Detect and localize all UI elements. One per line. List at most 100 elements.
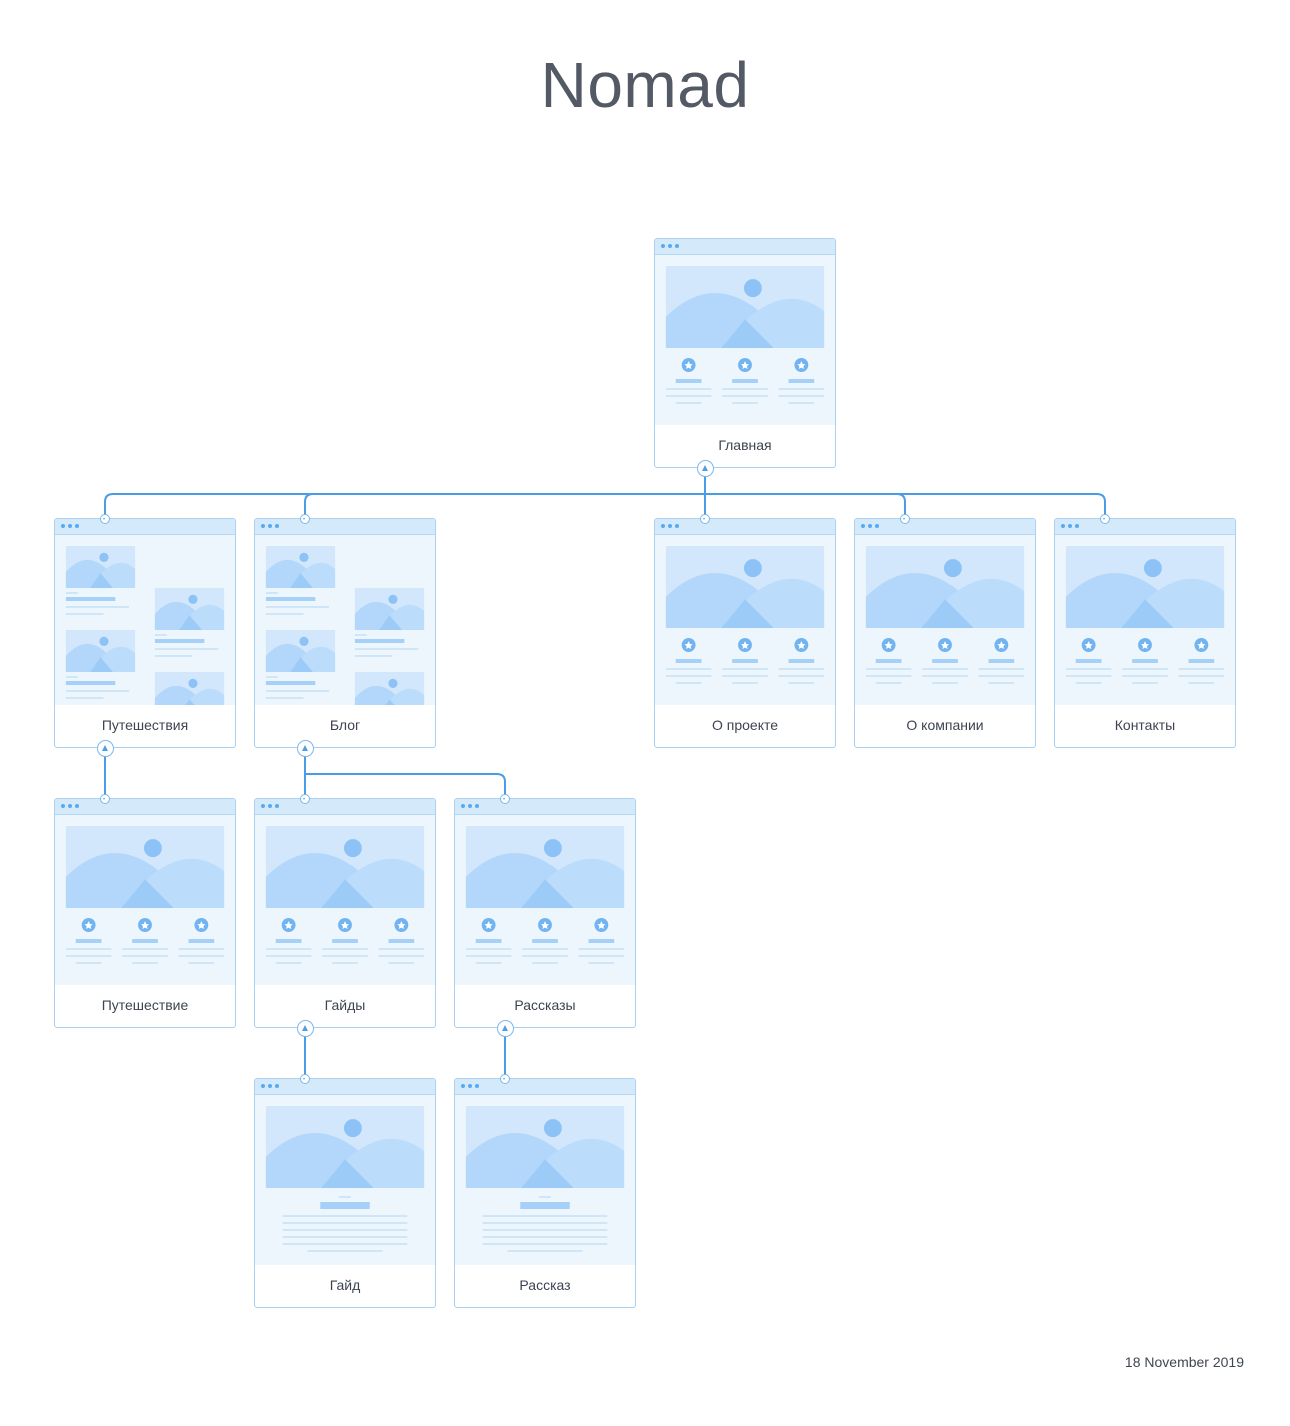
window-dot-icon [861, 524, 865, 528]
window-dot-icon [61, 524, 65, 528]
window-dot-icon [261, 804, 265, 808]
page-preview-grid [255, 535, 435, 705]
window-dot-icon [261, 1084, 265, 1088]
input-port-icon[interactable] [100, 514, 110, 524]
window-dot-icon [468, 1084, 472, 1088]
input-port-icon[interactable] [500, 1074, 510, 1084]
browser-chrome [655, 519, 835, 535]
page-card-story[interactable]: Рассказ [454, 1078, 636, 1308]
page-preview-landing [55, 815, 235, 985]
window-dot-icon [661, 524, 665, 528]
window-dot-icon [668, 244, 672, 248]
window-dot-icon [61, 804, 65, 808]
window-dot-icon [461, 1084, 465, 1088]
page-preview-landing [655, 535, 835, 705]
wireframe-thumbnail [665, 266, 825, 404]
input-port-icon[interactable] [300, 1074, 310, 1084]
page-card-stories[interactable]: Рассказы [454, 798, 636, 1028]
input-port-icon[interactable] [700, 514, 710, 524]
browser-chrome [655, 239, 835, 255]
wireframe-thumbnail [265, 546, 425, 705]
wireframe-thumbnail [265, 1106, 425, 1252]
page-preview-landing [655, 255, 835, 425]
input-port-icon[interactable] [900, 514, 910, 524]
collapse-handle-icon[interactable] [96, 739, 114, 757]
connector-line [705, 493, 906, 518]
page-card-guides[interactable]: Гайды [254, 798, 436, 1028]
page-preview-article [455, 1095, 635, 1265]
page-card-guide[interactable]: Гайд [254, 1078, 436, 1308]
page-card-about-company[interactable]: О компании [854, 518, 1036, 748]
page-label: Рассказ [519, 1277, 571, 1293]
window-dot-icon [475, 1084, 479, 1088]
connector-line [705, 493, 1106, 518]
window-dot-icon [868, 524, 872, 528]
connector-line [305, 773, 506, 798]
browser-chrome [255, 519, 435, 535]
page-card-blog[interactable]: Блог [254, 518, 436, 748]
window-dot-icon [75, 804, 79, 808]
window-dot-icon [275, 524, 279, 528]
browser-chrome [55, 519, 235, 535]
window-dot-icon [268, 1084, 272, 1088]
page-card-contacts[interactable]: Контакты [1054, 518, 1236, 748]
input-port-icon[interactable] [300, 514, 310, 524]
input-port-icon[interactable] [500, 794, 510, 804]
browser-chrome [855, 519, 1035, 535]
connector-line [104, 493, 705, 518]
page-preview-landing [455, 815, 635, 985]
page-card-about-project[interactable]: О проекте [654, 518, 836, 748]
window-dot-icon [75, 524, 79, 528]
page-label: О компании [906, 717, 984, 733]
page-card-home[interactable]: Главная [654, 238, 836, 468]
wireframe-thumbnail [465, 826, 625, 964]
window-dot-icon [68, 804, 72, 808]
window-dot-icon [1075, 524, 1079, 528]
window-dot-icon [475, 804, 479, 808]
window-dot-icon [461, 804, 465, 808]
page-label: Гайд [329, 1277, 361, 1293]
collapse-handle-icon[interactable] [696, 459, 714, 477]
window-dot-icon [275, 1084, 279, 1088]
browser-chrome [255, 1079, 435, 1095]
page-card-travels[interactable]: Путешествия [54, 518, 236, 748]
page-preview-landing [855, 535, 1035, 705]
window-dot-icon [1061, 524, 1065, 528]
window-dot-icon [275, 804, 279, 808]
window-dot-icon [268, 524, 272, 528]
window-dot-icon [675, 244, 679, 248]
input-port-icon[interactable] [100, 794, 110, 804]
window-dot-icon [468, 804, 472, 808]
window-dot-icon [661, 244, 665, 248]
window-dot-icon [1068, 524, 1072, 528]
collapse-handle-icon[interactable] [296, 1019, 314, 1037]
page-label: Гайды [324, 997, 366, 1013]
page-label: Блог [329, 717, 361, 733]
input-port-icon[interactable] [300, 794, 310, 804]
wireframe-thumbnail [865, 546, 1025, 684]
window-dot-icon [268, 804, 272, 808]
page-label: О проекте [711, 717, 779, 733]
window-dot-icon [668, 524, 672, 528]
input-port-icon[interactable] [1100, 514, 1110, 524]
page-preview-grid [55, 535, 235, 705]
page-preview-landing [255, 815, 435, 985]
browser-chrome [55, 799, 235, 815]
collapse-handle-icon[interactable] [296, 739, 314, 757]
window-dot-icon [675, 524, 679, 528]
date-stamp: 18 November 2019 [1124, 1354, 1244, 1370]
page-preview-landing [1055, 535, 1235, 705]
browser-chrome [1055, 519, 1235, 535]
browser-chrome [455, 799, 635, 815]
browser-chrome [455, 1079, 635, 1095]
page-label: Главная [718, 437, 772, 453]
wireframe-thumbnail [65, 826, 225, 964]
wireframe-thumbnail [665, 546, 825, 684]
page-label: Путешествия [101, 717, 189, 733]
page-card-travel[interactable]: Путешествие [54, 798, 236, 1028]
browser-chrome [255, 799, 435, 815]
wireframe-thumbnail [465, 1106, 625, 1252]
collapse-handle-icon[interactable] [496, 1019, 514, 1037]
wireframe-thumbnail [265, 826, 425, 964]
